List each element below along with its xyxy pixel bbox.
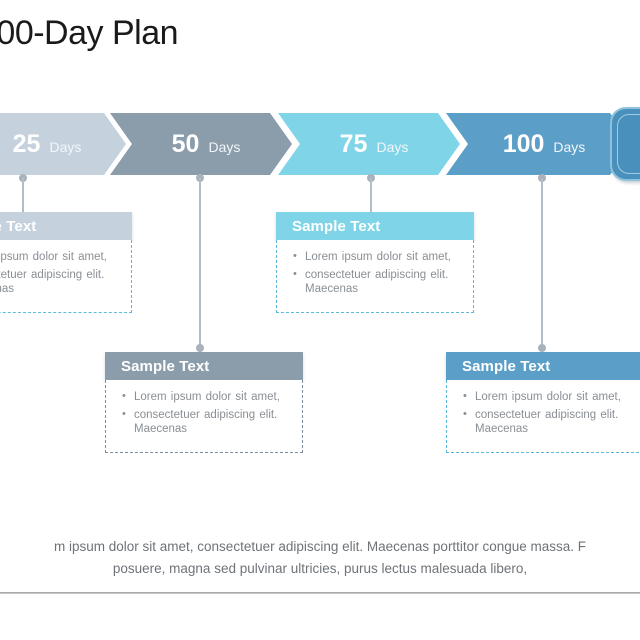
card-bullet: Lorem ipsum dolor sit amet, (122, 389, 292, 405)
connector-line-2 (199, 178, 201, 348)
milestone-label-group: 100 Days (493, 132, 586, 157)
footer-paragraph: m ipsum dolor sit amet, consectetuer adi… (0, 536, 640, 580)
bottom-divider (0, 592, 640, 594)
milestone-unit: Days (49, 138, 82, 155)
footer-line-1: m ipsum dolor sit amet, consectetuer adi… (54, 539, 586, 554)
milestone-chevron-100[interactable]: 100 Days (446, 113, 632, 175)
timeline-band: 25 Days 50 Days 75 Days 100 Days (0, 113, 640, 175)
connector-line-4 (541, 178, 543, 348)
card-bullet: Lorem ipsum dolor sit amet, (463, 389, 633, 405)
footer-line-2: posuere, magna sed pulvinar ultricies, p… (112, 561, 528, 576)
card-bullet-list: Lorem ipsum dolor sit amet, consectetuer… (112, 389, 292, 437)
card-body: Lorem ipsum dolor sit amet, consectetuer… (105, 380, 303, 453)
milestone-chevron-50[interactable]: 50 Days (110, 113, 292, 175)
milestone-label-group: 25 Days (3, 132, 82, 157)
card-title: Sample Text (446, 352, 640, 380)
connector-line-1 (22, 178, 24, 214)
milestone-label-group: 75 Days (330, 132, 409, 157)
milestone-chevron-75[interactable]: 75 Days (278, 113, 460, 175)
content-card-3[interactable]: Sample Text Lorem ipsum dolor sit amet, … (276, 212, 474, 313)
card-body: Lorem ipsum dolor sit amet, consectetuer… (0, 240, 132, 313)
content-card-2[interactable]: Sample Text Lorem ipsum dolor sit amet, … (105, 352, 303, 453)
milestone-number: 50 (171, 129, 200, 158)
milestone-number: 100 (502, 129, 545, 158)
card-bullet-list: Lorem ipsum dolor sit amet, consectetuer… (0, 250, 121, 297)
card-bullet: consectetuer adipiscing elit. Maecenas (0, 268, 121, 297)
milestone-number: 75 (339, 129, 368, 158)
card-bullet-list: Lorem ipsum dolor sit amet, consectetuer… (283, 249, 463, 297)
milestone-number: 25 (12, 129, 41, 158)
milestone-unit: Days (376, 138, 409, 155)
connector-dot-2-end (196, 344, 204, 352)
milestone-label-group: 50 Days (162, 132, 241, 157)
card-title: Sample Text (105, 352, 303, 380)
content-card-4[interactable]: Sample Text Lorem ipsum dolor sit amet, … (446, 352, 640, 453)
card-bullet: consectetuer adipiscing elit. Maecenas (122, 407, 292, 437)
card-body: Lorem ipsum dolor sit amet, consectetuer… (276, 240, 474, 313)
card-bullet-list: Lorem ipsum dolor sit amet, consectetuer… (453, 389, 633, 437)
connector-dot-4-end (538, 344, 546, 352)
card-bullet: Lorem ipsum dolor sit amet, (0, 250, 121, 265)
content-card-1[interactable]: Sample Text Lorem ipsum dolor sit amet, … (0, 212, 132, 313)
milestone-unit: Days (553, 138, 586, 155)
card-title: Sample Text (276, 212, 474, 240)
card-bullet: consectetuer adipiscing elit. Maecenas (463, 407, 633, 437)
connector-line-3 (370, 178, 372, 214)
card-bullet: consectetuer adipiscing elit. Maecenas (293, 267, 463, 297)
end-badge-inner-outline (617, 114, 640, 174)
card-bullet: Lorem ipsum dolor sit amet, (293, 249, 463, 265)
timeline-end-badge[interactable] (610, 107, 640, 181)
milestone-chevron-25[interactable]: 25 Days (0, 113, 126, 175)
milestone-unit: Days (208, 138, 241, 155)
card-title: Sample Text (0, 212, 132, 240)
card-body: Lorem ipsum dolor sit amet, consectetuer… (446, 380, 640, 453)
page-title: 100-Day Plan (0, 14, 179, 52)
